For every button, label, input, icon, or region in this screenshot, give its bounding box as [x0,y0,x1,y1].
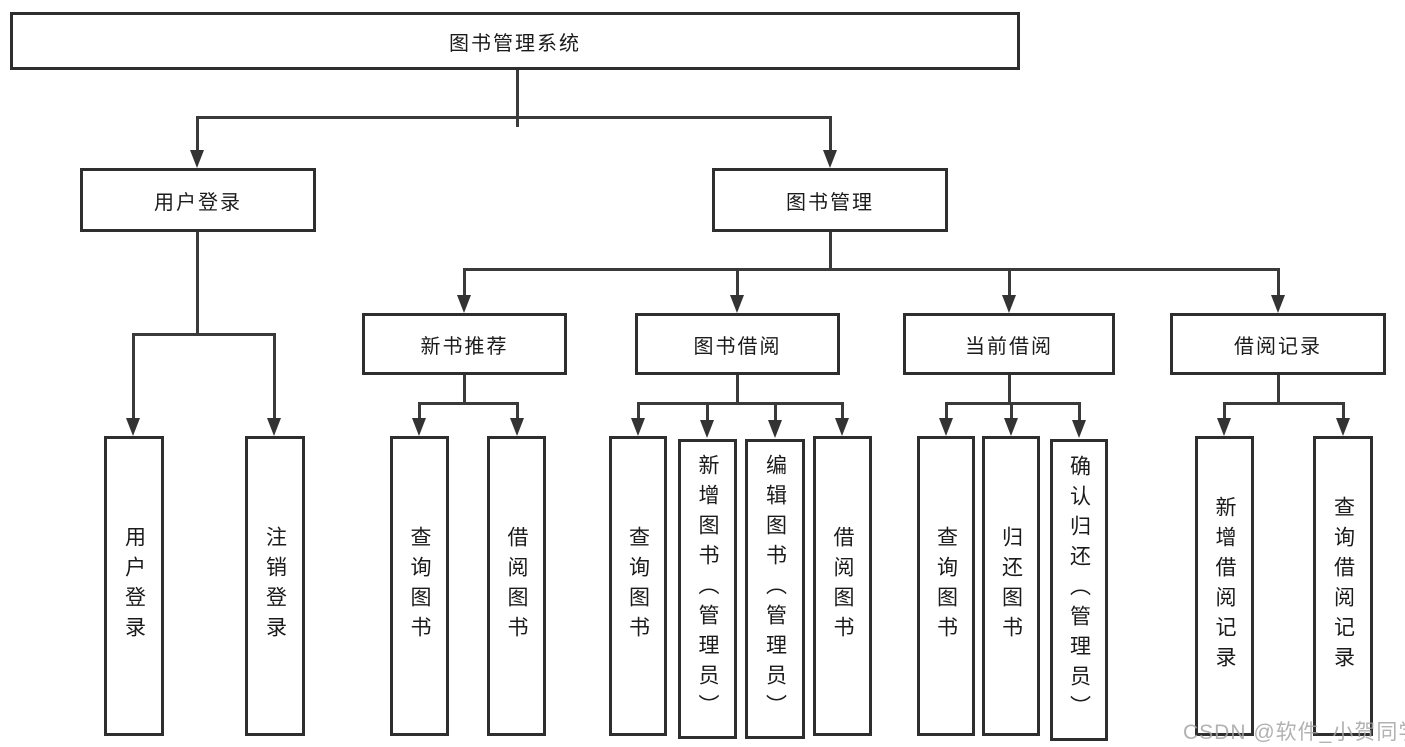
connector-drop-borrow-add [706,402,709,421]
arrow-down-icon [939,418,953,436]
leaf-borrow-add-books-admin-label: 新增图书（管理员） [696,454,719,724]
leaf-records-query-borrow-record: 查询借阅记录 [1313,436,1373,736]
node-user-login-label: 用户登录 [154,191,242,214]
connector-drop-leaf-logout [273,333,276,421]
leaf-borrow-borrow-books-label: 借阅图书 [831,526,854,646]
leaf-current-query-books: 查询图书 [917,436,975,736]
leaf-borrow-borrow-books: 借阅图书 [813,436,872,736]
connector-drop-newrec-query [418,402,421,421]
arrow-down-icon [412,418,426,436]
connector-drop-borrow-borrow [841,402,844,421]
connector-drop-current-query [945,402,948,421]
node-book-borrowing: 图书借阅 [635,313,840,375]
connector-book-management-stem [829,232,832,271]
arrow-down-icon [631,418,645,436]
connector-drop-records-add [1223,402,1226,421]
leaf-borrow-add-books-admin: 新增图书（管理员） [678,439,737,739]
connector-borrow-stem [736,375,739,405]
leaf-newrec-borrow-books: 借阅图书 [487,436,546,736]
node-book-management: 图书管理 [712,168,948,232]
connector-user-login-stem [196,232,199,336]
leaf-newrec-borrow-books-label: 借阅图书 [505,526,528,646]
leaf-records-add-borrow-record-label: 新增借阅记录 [1213,496,1236,676]
connector-drop-book-borrowing [736,268,739,298]
node-current-borrowing: 当前借阅 [903,313,1115,375]
node-book-management-system-label: 图书管理系统 [449,32,581,55]
leaf-user-login-label: 用户登录 [122,526,146,646]
connector-borrow-rail [637,402,844,405]
arrow-down-icon [1217,418,1231,436]
connector-newrec-rail [418,402,519,405]
arrow-down-icon [457,295,471,313]
arrow-down-icon [1072,420,1086,438]
watermark: CSDN @软件_小贺同学 [1183,721,1405,744]
node-book-management-label: 图书管理 [786,191,874,214]
leaf-current-return-books: 归还图书 [982,436,1040,736]
node-book-borrowing-label: 图书借阅 [693,335,782,358]
connector-records-rail [1223,402,1345,405]
connector-root-rail [196,116,832,119]
connector-user-login-rail [132,333,276,336]
connector-book-management-rail [463,268,1280,271]
arrow-down-icon [1336,418,1350,436]
arrow-down-icon [267,418,281,436]
connector-newrec-stem [463,375,466,405]
leaf-current-confirm-return-admin: 确认归还（管理员） [1050,439,1108,741]
leaf-borrow-edit-books-admin-label: 编辑图书（管理员） [763,454,787,724]
arrow-down-icon [1004,418,1018,436]
connector-root-stem [516,70,519,127]
connector-root-drop-user-login [196,116,199,154]
arrow-down-icon [510,418,524,436]
arrow-down-icon [700,420,714,438]
connector-drop-current-confirm [1078,402,1081,421]
connector-drop-current-return [1010,402,1013,421]
connector-drop-current-borrowing [1008,268,1011,298]
leaf-borrow-query-books-label: 查询图书 [626,526,650,646]
connector-records-stem [1277,375,1280,405]
node-user-login: 用户登录 [80,168,316,232]
arrow-down-icon [730,295,744,313]
leaf-records-query-borrow-record-label: 查询借阅记录 [1331,496,1355,676]
connector-drop-records-query [1342,402,1345,421]
leaf-user-login: 用户登录 [104,436,164,736]
node-book-management-system: 图书管理系统 [10,12,1020,70]
connector-drop-new-book-recommendation [463,268,466,298]
node-borrowing-records: 借阅记录 [1170,313,1386,375]
arrow-down-icon [190,150,204,168]
leaf-borrow-edit-books-admin: 编辑图书（管理员） [745,439,805,739]
connector-current-rail [945,402,1081,405]
leaf-borrow-query-books: 查询图书 [609,436,667,736]
arrow-down-icon [768,420,782,438]
connector-drop-borrow-query [637,402,640,421]
connector-current-stem [1008,375,1011,405]
arrow-down-icon [823,150,837,168]
connector-root-drop-book-management [829,116,832,154]
arrow-down-icon [126,418,140,436]
node-current-borrowing-label: 当前借阅 [965,335,1053,358]
leaf-current-query-books-label: 查询图书 [934,526,958,646]
arrow-down-icon [835,418,849,436]
leaf-newrec-query-books-label: 查询图书 [408,526,431,646]
connector-drop-leaf-user-login [132,333,135,421]
leaf-logout-label: 注销登录 [263,526,287,646]
node-new-book-recommendation-label: 新书推荐 [420,335,509,358]
node-borrowing-records-label: 借阅记录 [1234,335,1322,358]
connector-drop-borrowing-records [1277,268,1280,298]
leaf-newrec-query-books: 查询图书 [390,436,449,736]
leaf-logout: 注销登录 [245,436,305,736]
arrow-down-icon [1002,295,1016,313]
arrow-down-icon [1271,295,1285,313]
connector-drop-newrec-borrow [516,402,519,421]
leaf-current-confirm-return-admin-label: 确认归还（管理员） [1067,455,1091,725]
connector-drop-borrow-edit [774,402,777,421]
leaf-records-add-borrow-record: 新增借阅记录 [1195,436,1254,736]
leaf-current-return-books-label: 归还图书 [999,526,1023,646]
node-new-book-recommendation: 新书推荐 [362,313,567,375]
